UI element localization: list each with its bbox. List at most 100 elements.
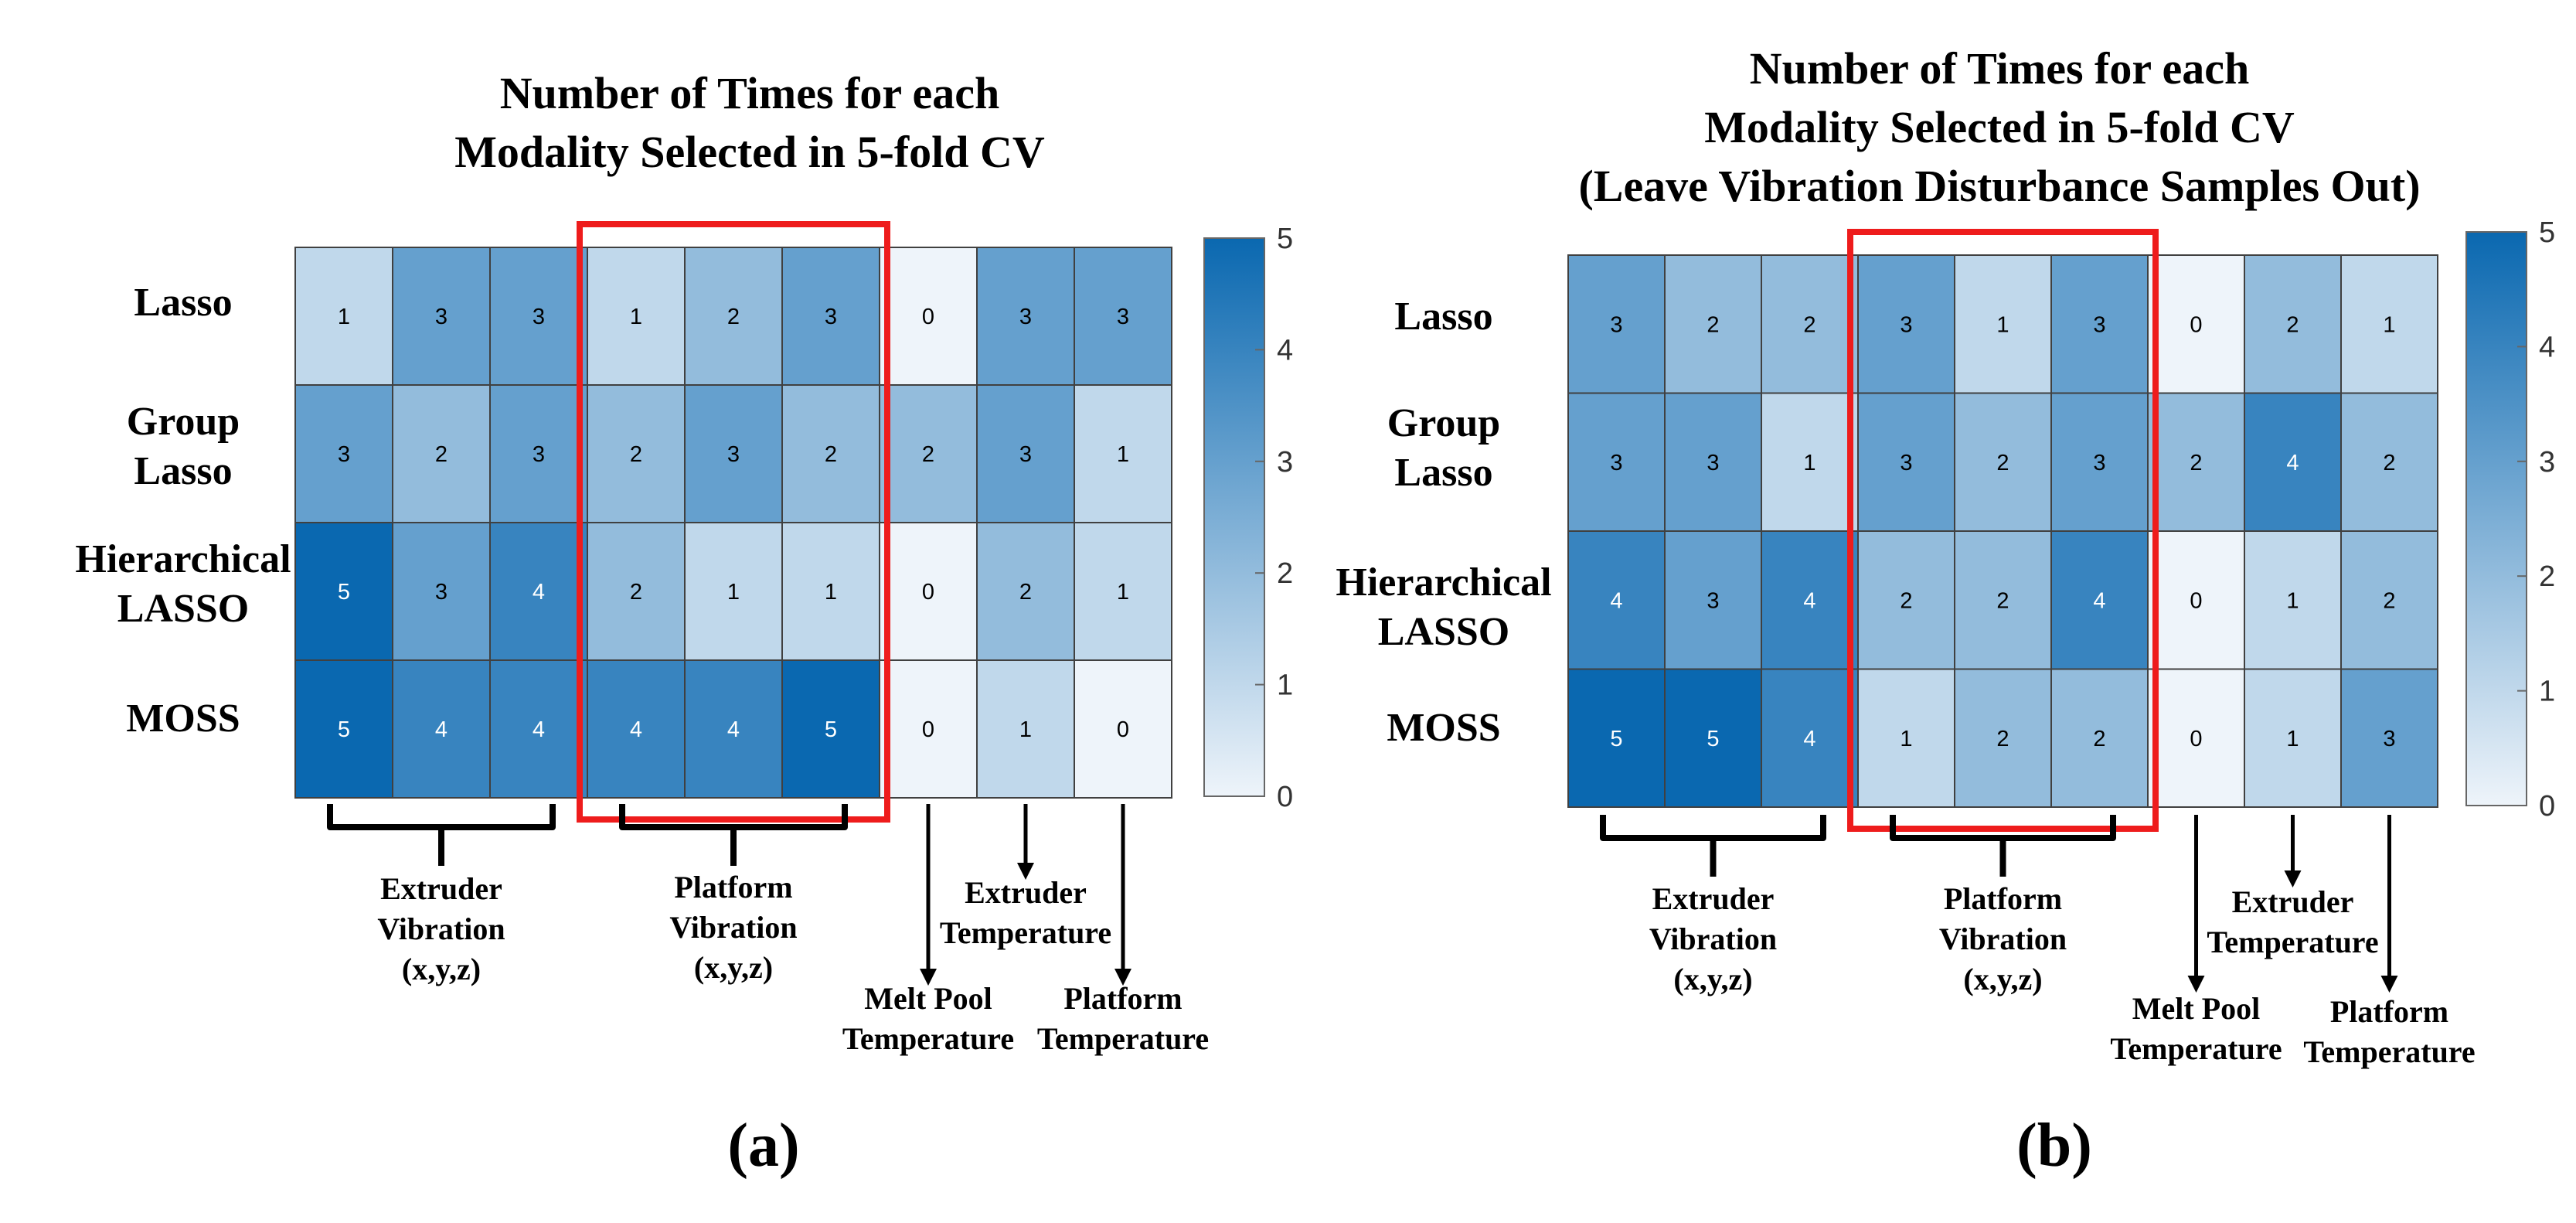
- column-group-label-line: Temperature: [842, 1021, 1014, 1056]
- cell-value-label: 1: [2286, 588, 2299, 613]
- heatmap-cell: [684, 384, 783, 523]
- cell-value-label: 4: [533, 717, 545, 742]
- cell-value-label: 0: [922, 305, 934, 329]
- cell-value-label: 4: [2286, 451, 2299, 475]
- cell-value-label: 2: [2383, 588, 2395, 613]
- cell-value-label: 4: [533, 580, 545, 605]
- heatmap-cell: [1954, 392, 2052, 532]
- colorbar: [2465, 231, 2527, 806]
- colorbar-tick-label: 5: [2539, 216, 2555, 249]
- heatmap-cell: [2050, 530, 2149, 670]
- heatmap-cell: [2050, 392, 2149, 532]
- cell-value-label: 1: [727, 580, 740, 605]
- column-group-label-line: Platform: [674, 870, 792, 904]
- cell-value-label: 5: [338, 717, 350, 742]
- heatmap-cell: [976, 384, 1075, 523]
- column-group-label-line: (x,y,z): [1963, 962, 2042, 996]
- cell-value-label: 2: [1996, 451, 2009, 475]
- cell-value-label: 5: [1610, 727, 1622, 751]
- colorbar-tick-label: 3: [1277, 446, 1293, 479]
- cell-value-label: 1: [825, 580, 837, 605]
- cell-value-label: 3: [338, 442, 350, 467]
- row-label: Lasso: [134, 281, 232, 325]
- heatmap-cell: [1074, 522, 1172, 661]
- row-label-line: Lasso: [134, 449, 232, 493]
- cell-value-label: 4: [630, 717, 642, 742]
- cell-value-label: 1: [338, 305, 350, 329]
- cell-value-label: 2: [727, 305, 740, 329]
- column-group-label-line: Extruder: [1652, 881, 1775, 916]
- cell-value-label: 2: [2383, 451, 2395, 475]
- cell-value-label: 2: [1900, 588, 1912, 613]
- column-group-label-line: Temperature: [2303, 1034, 2475, 1069]
- cell-value-label: 3: [1610, 312, 1622, 337]
- cell-value-label: 3: [435, 305, 447, 329]
- cell-value-label: 4: [2093, 588, 2105, 613]
- cell-value-label: 5: [825, 717, 837, 742]
- cell-value-label: 3: [1117, 305, 1129, 329]
- column-group-label-line: Vibration: [1939, 922, 2067, 956]
- heatmap-cell: [2244, 392, 2342, 532]
- colorbar: [1203, 237, 1265, 797]
- column-group-label-line: (x,y,z): [1673, 962, 1752, 996]
- cell-value-label: 2: [1996, 727, 2009, 751]
- heatmap-cell: [392, 522, 491, 661]
- heatmap-cell: [1954, 530, 2052, 670]
- column-group-label-line: Melt Pool: [864, 981, 992, 1016]
- column-group-label-line: Platform: [2330, 994, 2448, 1029]
- column-group-label-line: Vibration: [377, 911, 505, 946]
- heatmap-cell: [1567, 530, 1666, 670]
- cell-value-label: 2: [1803, 312, 1815, 337]
- row-label-line: MOSS: [1387, 706, 1500, 750]
- cell-value-label: 0: [922, 580, 934, 605]
- row-label-line: Lasso: [134, 281, 232, 325]
- arrow-head: [1114, 969, 1131, 986]
- cell-value-label: 2: [1996, 588, 2009, 613]
- cell-value-label: 1: [1117, 442, 1129, 467]
- column-group-label-line: (x,y,z): [694, 950, 773, 985]
- brace-marker: [327, 804, 556, 866]
- chart-title-line: (Leave Vibration Disturbance Samples Out…: [1578, 161, 2420, 211]
- column-group-label-line: Temperature: [940, 915, 1111, 950]
- heatmap-cell: [2147, 392, 2245, 532]
- cell-value-label: 2: [825, 442, 837, 467]
- heatmap-cell: [2147, 668, 2245, 808]
- heatmap-cell: [2050, 668, 2149, 808]
- brace-marker: [619, 804, 848, 866]
- heatmap-cell: [1664, 254, 1762, 394]
- heatmap-cell: [587, 522, 686, 661]
- colorbar-tick-label: 3: [2539, 446, 2555, 479]
- heatmap-cell: [684, 247, 783, 386]
- heatmap-cell: [294, 522, 393, 661]
- cell-value-label: 3: [533, 305, 545, 329]
- cell-value-label: 3: [825, 305, 837, 329]
- heatmap-cell: [1857, 530, 1955, 670]
- highlight-box: [577, 221, 890, 823]
- row-label-line: Lasso: [1394, 295, 1492, 339]
- arrow-head: [2380, 976, 2398, 993]
- cell-value-label: 3: [1707, 451, 1719, 475]
- heatmap-cell: [1761, 668, 1859, 808]
- arrow-head: [2284, 870, 2302, 887]
- row-label-line: LASSO: [1378, 610, 1510, 654]
- heatmap-border: [294, 247, 1172, 799]
- cell-value-label: 4: [1610, 588, 1622, 613]
- heatmap-cell: [2340, 668, 2438, 808]
- column-group-label-line: Extruder: [2232, 884, 2354, 919]
- row-label-line: Hierarchical: [1336, 560, 1551, 605]
- heatmap-cell: [879, 384, 978, 523]
- heatmap-cell: [2340, 254, 2438, 394]
- column-group-label-line: Vibration: [669, 910, 797, 945]
- cell-value-label: 2: [2093, 727, 2105, 751]
- cell-value-label: 2: [922, 442, 934, 467]
- heatmap-cell: [1857, 392, 1955, 532]
